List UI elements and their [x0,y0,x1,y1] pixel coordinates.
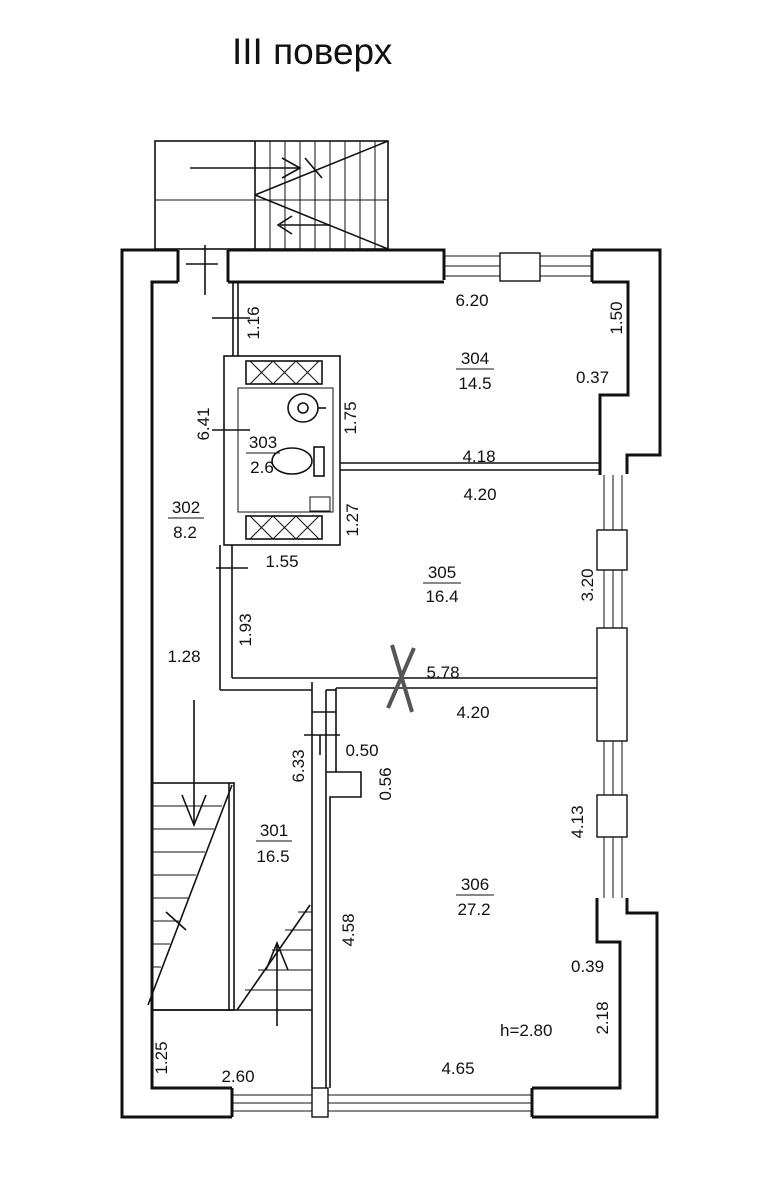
dim-label: 0.50 [345,741,378,760]
room-number: 301 [260,821,288,840]
dimension-labels: 6.20 1.50 0.37 1.16 1.75 6.41 4.18 4.20 … [152,291,626,1086]
dim-label: 1.50 [607,301,626,334]
ceiling-height-label: h=2.80 [500,1021,552,1040]
dim-label: 4.58 [339,913,358,946]
room-301-label: 301 16.5 [256,821,292,866]
room-302-label: 302 8.2 [168,498,204,542]
room-303-label: 303 2.6 [246,433,280,477]
upper-staircase [154,140,389,250]
hatched-vent-top [249,360,320,385]
dimension-marks [212,317,340,736]
dim-label: 5.78 [426,663,459,682]
dim-label: 2.60 [221,1067,254,1086]
dim-label: 4.65 [441,1059,474,1078]
room-number: 302 [172,498,200,517]
dim-label: 4.20 [463,485,496,504]
room-number: 303 [249,433,277,452]
dim-label: 6.33 [289,749,308,782]
room-number: 304 [461,349,489,368]
room-area: 16.4 [425,587,458,606]
dim-label: 1.93 [236,613,255,646]
room-number: 305 [428,563,456,582]
dim-label: 6.20 [455,291,488,310]
room-number: 306 [461,875,489,894]
wc-fixtures [249,360,331,540]
room-306-label: 306 27.2 [456,875,494,919]
room-area: 2.6 [250,458,274,477]
partitions [152,282,600,1088]
cross-mark [386,644,416,713]
floor-title: III поверх [232,31,393,72]
dim-label: 4.20 [456,703,489,722]
dim-label: 6.41 [194,407,213,440]
windows [186,245,628,1118]
dim-label: 1.75 [341,401,360,434]
hatched-vent-bottom [249,515,320,540]
room-area: 27.2 [457,900,490,919]
room-area: 16.5 [256,847,289,866]
dim-label: 1.25 [152,1041,171,1074]
sink-icon [287,393,326,423]
dim-label: 4.18 [462,447,495,466]
room-area: 8.2 [173,523,197,542]
dim-label: 0.37 [576,368,609,387]
dim-label: 1.16 [244,306,263,339]
room-area: 14.5 [458,374,491,393]
toilet-icon [271,446,325,477]
dim-label: 1.55 [265,552,298,571]
dim-label: 1.27 [343,503,362,536]
dim-label: 4.13 [568,805,587,838]
dim-label: 2.18 [593,1001,612,1034]
dim-label: 3.20 [578,568,597,601]
lower-staircase [147,700,312,1026]
dim-label: 0.56 [376,767,395,800]
room-304-label: 304 14.5 [456,349,494,393]
dim-label: 1.28 [167,647,200,666]
room-305-label: 305 16.4 [423,563,461,606]
outer-walls [120,248,662,1119]
dim-label: 0.39 [571,957,604,976]
